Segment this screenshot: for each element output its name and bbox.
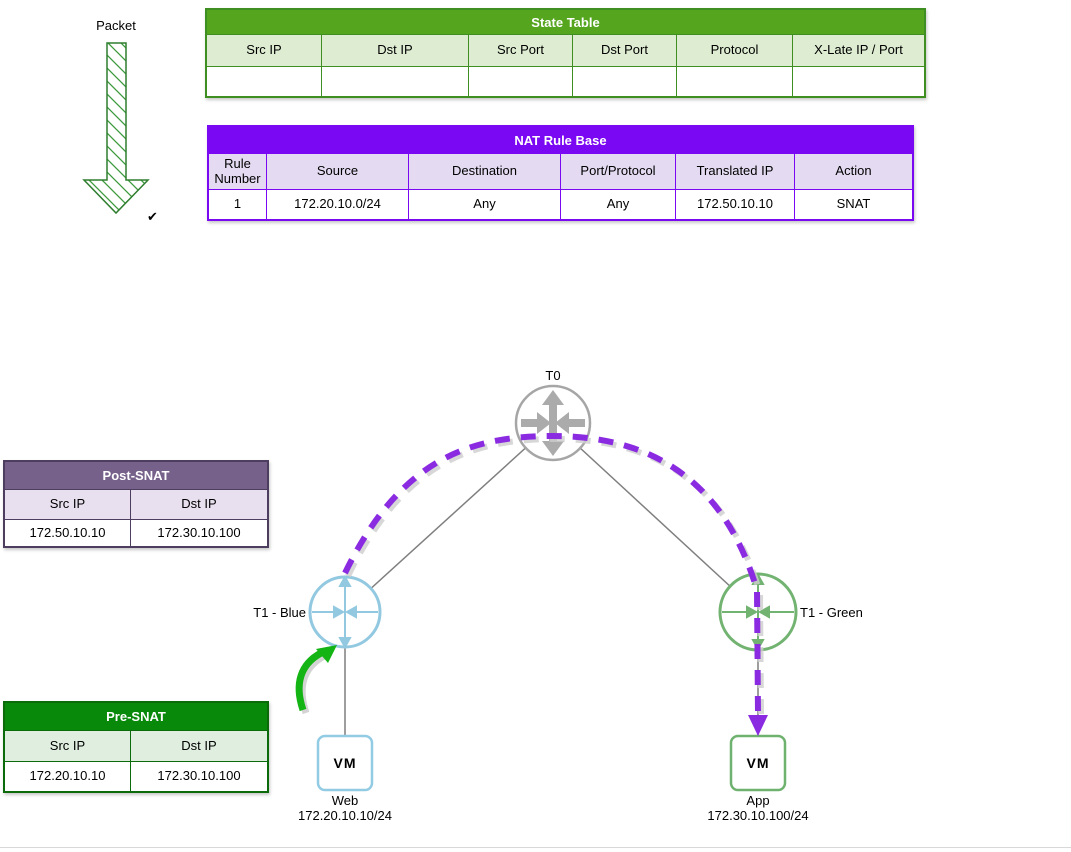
nat-rule-action: SNAT [794, 189, 912, 219]
state-col-src-port: Src Port [468, 34, 572, 66]
packet-arrow-icon [82, 42, 150, 215]
pre-snat-row: 172.20.10.10 172.30.10.100 [5, 761, 267, 791]
checkmark-icon: ✔ [147, 209, 158, 224]
post-snat-src-ip: 172.50.10.10 [5, 519, 130, 546]
nat-rule-number: 1 [209, 189, 266, 219]
t1-blue-label: T1 - Blue [253, 605, 306, 620]
t0-label: T0 [545, 368, 560, 383]
table-cell [572, 66, 676, 96]
state-col-src-ip: Src IP [207, 34, 321, 66]
pre-snat-src-ip: 172.20.10.10 [5, 761, 130, 791]
state-table: State Table Src IP Dst IP Src Port Dst P… [205, 8, 926, 98]
post-snat-header-row: Src IP Dst IP [5, 489, 267, 519]
post-snat-col-src-ip: Src IP [5, 489, 130, 519]
table-cell [792, 66, 924, 96]
state-table-title: State Table [207, 10, 924, 34]
nat-col-port-protocol: Port/Protocol [560, 153, 675, 189]
pre-snat-col-dst-ip: Dst IP [130, 730, 267, 761]
web-vm-box: VM [316, 734, 374, 792]
nat-rule-source: 172.20.10.0/24 [266, 189, 408, 219]
web-vm-ip: 172.20.10.10/24 [298, 808, 392, 823]
post-snat-dst-ip: 172.30.10.100 [130, 519, 267, 546]
nat-rule-destination: Any [408, 189, 560, 219]
nat-col-destination: Destination [408, 153, 560, 189]
nat-col-source: Source [266, 153, 408, 189]
pre-snat-table: Pre-SNAT Src IP Dst IP 172.20.10.10 172.… [3, 701, 269, 793]
bottom-divider [0, 847, 1071, 848]
post-snat-title: Post-SNAT [5, 462, 267, 489]
t1-blue-router-icon [308, 574, 382, 650]
nat-rule-row: 1 172.20.10.0/24 Any Any 172.50.10.10 SN… [209, 189, 912, 219]
ingress-arrow-head [316, 645, 337, 663]
web-vm-name: Web [332, 793, 359, 808]
web-vm-label: VM [334, 755, 357, 771]
t1-green-router-icon [718, 572, 798, 652]
link-t1blue-t0 [344, 422, 554, 613]
state-col-dst-ip: Dst IP [321, 34, 468, 66]
app-vm-box: VM [729, 734, 787, 792]
state-table-empty-row [207, 66, 924, 96]
nat-table-title: NAT Rule Base [209, 127, 912, 153]
post-snat-row: 172.50.10.10 172.30.10.100 [5, 519, 267, 546]
ingress-arrow [295, 645, 337, 715]
nat-rule-translated-ip: 172.50.10.10 [675, 189, 794, 219]
pre-snat-header-row: Src IP Dst IP [5, 730, 267, 761]
pre-snat-title: Pre-SNAT [5, 703, 267, 730]
state-col-xlate: X-Late IP / Port [792, 34, 924, 66]
pre-snat-col-src-ip: Src IP [5, 730, 130, 761]
snat-traffic-path [342, 432, 768, 736]
link-t0-t1green [552, 422, 759, 613]
table-cell [676, 66, 792, 96]
app-vm-label: VM [747, 755, 770, 771]
t1-green-label: T1 - Green [800, 605, 863, 620]
nat-table-header-row: Rule Number Source Destination Port/Prot… [209, 153, 912, 189]
table-cell [207, 66, 321, 96]
nat-col-action: Action [794, 153, 912, 189]
table-cell [321, 66, 468, 96]
nat-col-translated-ip: Translated IP [675, 153, 794, 189]
snat-path-arrowhead [748, 715, 768, 736]
state-col-protocol: Protocol [676, 34, 792, 66]
topology-links [344, 422, 759, 763]
pre-snat-dst-ip: 172.30.10.100 [130, 761, 267, 791]
nat-rule-base-table: NAT Rule Base Rule Number Source Destina… [207, 125, 914, 221]
state-col-dst-port: Dst Port [572, 34, 676, 66]
packet-label: Packet [96, 18, 136, 33]
table-cell [468, 66, 572, 96]
app-vm-ip: 172.30.10.100/24 [707, 808, 808, 823]
post-snat-table: Post-SNAT Src IP Dst IP 172.50.10.10 172… [3, 460, 269, 548]
nat-col-rule-number: Rule Number [209, 153, 266, 189]
nat-rule-port-protocol: Any [560, 189, 675, 219]
app-vm-name: App [746, 793, 769, 808]
post-snat-col-dst-ip: Dst IP [130, 489, 267, 519]
state-table-header-row: Src IP Dst IP Src Port Dst Port Protocol… [207, 34, 924, 66]
t0-router-icon [514, 384, 592, 462]
